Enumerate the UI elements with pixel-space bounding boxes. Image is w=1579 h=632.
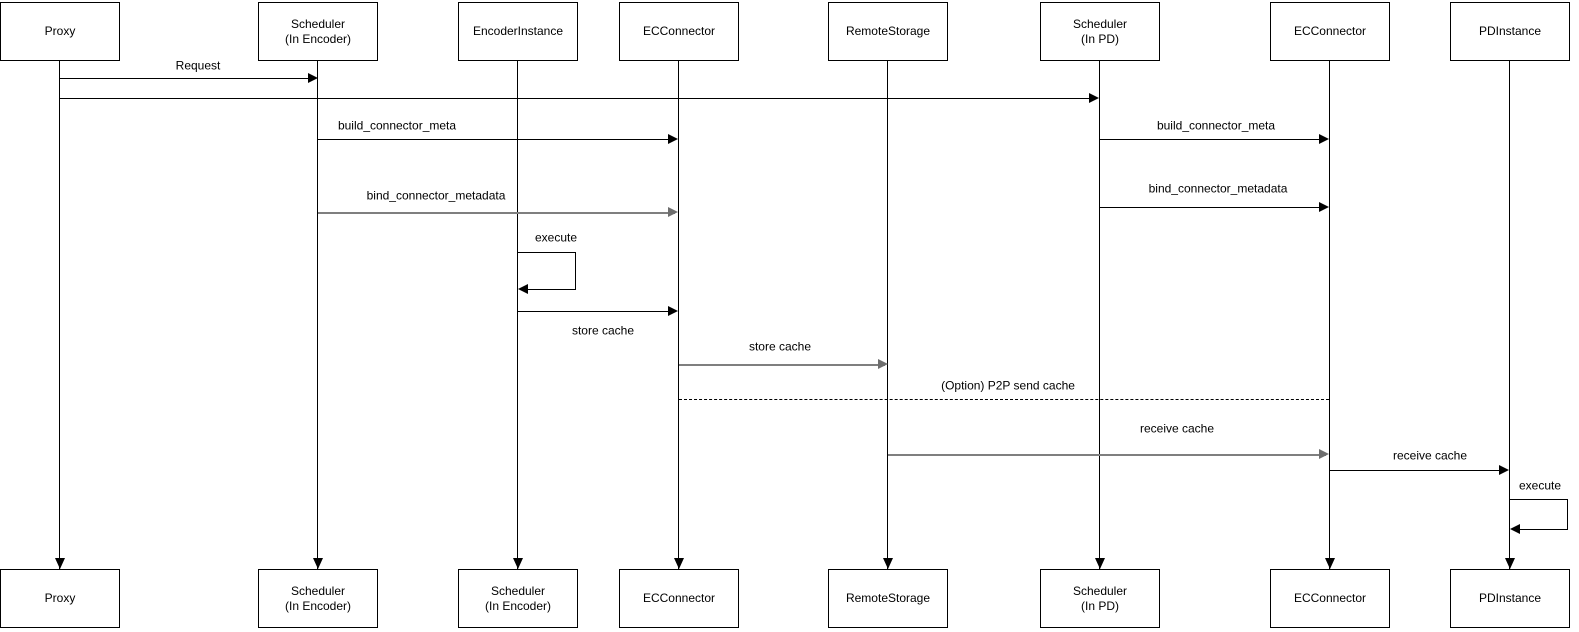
actor-bottom-box-remote-storage: RemoteStorage (828, 569, 948, 628)
self-loop-side-execute-encoder (575, 253, 576, 290)
actor-top-box-pd-instance: PDInstance (1450, 2, 1570, 61)
message-arrowhead-bind-connector-metadata-r (1319, 202, 1329, 212)
lifeline-ec-connector-pd (1329, 60, 1330, 569)
actor-bottom-box-pd-instance: PDInstance (1450, 569, 1570, 628)
message-arrowhead-request (308, 73, 318, 83)
message-arrowhead-receive-cache-pd (1499, 465, 1509, 475)
lifeline-arrowhead-ec-connector-encoder (673, 558, 684, 569)
lifeline-arrowhead-proxy (54, 558, 65, 569)
lifeline-arrowhead-scheduler-encoder (312, 558, 323, 569)
message-line-bind-connector-metadata-l (318, 212, 675, 214)
self-loop-arrowhead-execute-encoder (518, 284, 528, 294)
actor-top-box-remote-storage: RemoteStorage (828, 2, 948, 61)
message-label-bind-connector-metadata-l: bind_connector_metadata (364, 188, 508, 203)
lifeline-arrowhead-encoder-instance (512, 558, 523, 569)
lifeline-arrowhead-remote-storage (882, 558, 893, 569)
message-label-build-connector-meta-l: build_connector_meta (335, 118, 459, 133)
message-line-receive-cache-pd (1330, 470, 1506, 471)
actor-top-box-scheduler-pd: Scheduler (In PD) (1040, 2, 1160, 61)
actor-top-box-scheduler-encoder: Scheduler (In Encoder) (258, 2, 378, 61)
message-label-p2p-send-cache: (Option) P2P send cache (939, 378, 1077, 393)
actor-bottom-box-proxy: Proxy (0, 569, 120, 628)
message-label-build-connector-meta-r: build_connector_meta (1154, 118, 1278, 133)
self-loop-bottom-execute-encoder (527, 289, 576, 290)
message-arrowhead-build-connector-meta-l (668, 134, 678, 144)
message-line-request (60, 78, 315, 79)
lifeline-scheduler-pd (1099, 60, 1100, 569)
message-line-build-connector-meta-r (1100, 139, 1326, 140)
message-label-request: Request (173, 58, 223, 73)
self-loop-arrowhead-execute-pd (1510, 524, 1520, 534)
lifeline-remote-storage (887, 60, 888, 569)
lifeline-arrowhead-scheduler-pd (1094, 558, 1105, 569)
message-arrowhead-proxy-to-scheduler-pd (1089, 93, 1099, 103)
lifeline-arrowhead-ec-connector-pd (1324, 558, 1335, 569)
lifeline-proxy (59, 60, 60, 569)
actor-top-box-ec-connector-pd: ECConnector (1270, 2, 1390, 61)
message-label-bind-connector-metadata-r: bind_connector_metadata (1146, 181, 1290, 196)
message-label-receive-cache-pd: receive cache (1390, 448, 1470, 463)
self-loop-top-execute-encoder (518, 252, 576, 253)
self-loop-bottom-execute-pd (1519, 529, 1568, 530)
actor-bottom-box-encoder-instance: Scheduler (In Encoder) (458, 569, 578, 628)
message-line-encoder-to-ecconnector (518, 311, 675, 312)
message-arrowhead-store-cache (878, 359, 888, 369)
lifeline-arrowhead-pd-instance (1504, 558, 1515, 569)
lifeline-ec-connector-encoder (678, 60, 679, 569)
message-arrowhead-bind-connector-metadata-l (668, 207, 678, 217)
actor-bottom-box-scheduler-pd: Scheduler (In PD) (1040, 569, 1160, 628)
message-arrowhead-encoder-to-ecconnector (668, 306, 678, 316)
actor-top-box-proxy: Proxy (0, 2, 120, 61)
message-arrowhead-build-connector-meta-r (1319, 134, 1329, 144)
message-line-build-connector-meta-l (318, 139, 675, 140)
message-label-store-cache: store cache (746, 339, 814, 354)
message-label-receive-cache-storage: receive cache (1137, 421, 1217, 436)
message-line-proxy-to-scheduler-pd (60, 98, 1096, 99)
self-loop-label-execute-encoder: execute (532, 230, 580, 245)
message-arrowhead-receive-cache-storage (1319, 449, 1329, 459)
message-line-p2p-send-cache (679, 399, 1329, 400)
message-line-bind-connector-metadata-r (1100, 207, 1326, 208)
lifeline-scheduler-encoder (317, 60, 318, 569)
message-line-store-cache (679, 364, 885, 366)
lifeline-pd-instance (1509, 60, 1510, 569)
actor-top-box-ec-connector-encoder: ECConnector (619, 2, 739, 61)
actor-bottom-box-scheduler-encoder: Scheduler (In Encoder) (258, 569, 378, 628)
message-label-encoder-to-ecconnector: store cache (569, 323, 637, 338)
lifeline-encoder-instance (517, 60, 518, 569)
self-loop-side-execute-pd (1567, 500, 1568, 530)
actor-top-box-encoder-instance: EncoderInstance (458, 2, 578, 61)
self-loop-label-execute-pd: execute (1516, 478, 1564, 493)
message-line-receive-cache-storage (888, 454, 1326, 456)
actor-bottom-box-ec-connector-encoder: ECConnector (619, 569, 739, 628)
actor-bottom-box-ec-connector-pd: ECConnector (1270, 569, 1390, 628)
self-loop-top-execute-pd (1510, 499, 1568, 500)
